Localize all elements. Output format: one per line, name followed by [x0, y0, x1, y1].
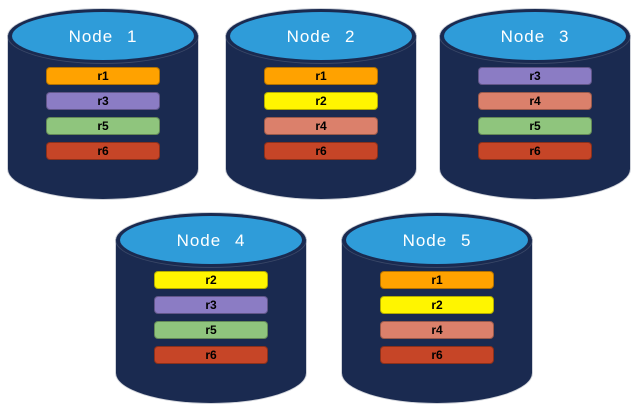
replica-bar-list: r1 r3 r5 r6	[46, 67, 160, 160]
node-1: Node 1 r1 r3 r5 r6	[8, 9, 198, 199]
node-5: Node 5 r1 r2 r4 r6	[342, 213, 532, 403]
cylinder-top-face	[346, 216, 528, 264]
replica-bar: r6	[478, 142, 592, 160]
replica-bar: r5	[46, 117, 160, 135]
replica-bar: r4	[380, 321, 494, 339]
replica-bar: r6	[46, 142, 160, 160]
replica-bar: r6	[154, 346, 268, 364]
node-title: Node 5	[402, 231, 472, 250]
replica-bar-list: r2 r3 r5 r6	[154, 271, 268, 364]
node-title: Node 2	[286, 27, 356, 46]
replica-bar: r6	[264, 142, 378, 160]
node-title: Node 4	[176, 231, 246, 250]
replica-bar: r2	[264, 92, 378, 110]
node-4: Node 4 r2 r3 r5 r6	[116, 213, 306, 403]
node-2: Node 2 r1 r2 r4 r6	[226, 9, 416, 199]
cylinder-top-face	[120, 216, 302, 264]
replica-bar: r5	[154, 321, 268, 339]
replica-bar-list: r1 r2 r4 r6	[264, 67, 378, 160]
node-3: Node 3 r3 r4 r5 r6	[440, 9, 630, 199]
node-title: Node 3	[500, 27, 570, 46]
replica-bar: r6	[380, 346, 494, 364]
replica-bar: r1	[380, 271, 494, 289]
replica-bar-list: r3 r4 r5 r6	[478, 67, 592, 160]
replica-bar: r2	[380, 296, 494, 314]
cylinder-top-face	[230, 12, 412, 60]
replica-bar: r4	[478, 92, 592, 110]
node-title: Node 1	[68, 27, 138, 46]
replica-bar: r3	[46, 92, 160, 110]
replica-bar: r4	[264, 117, 378, 135]
cylinder-top-face	[444, 12, 626, 60]
replica-bar: r3	[154, 296, 268, 314]
replica-bar: r5	[478, 117, 592, 135]
replica-bar: r1	[264, 67, 378, 85]
replica-bar: r1	[46, 67, 160, 85]
replica-bar: r3	[478, 67, 592, 85]
replica-bar-list: r1 r2 r4 r6	[380, 271, 494, 364]
cylinder-top-face	[12, 12, 194, 60]
replica-bar: r2	[154, 271, 268, 289]
